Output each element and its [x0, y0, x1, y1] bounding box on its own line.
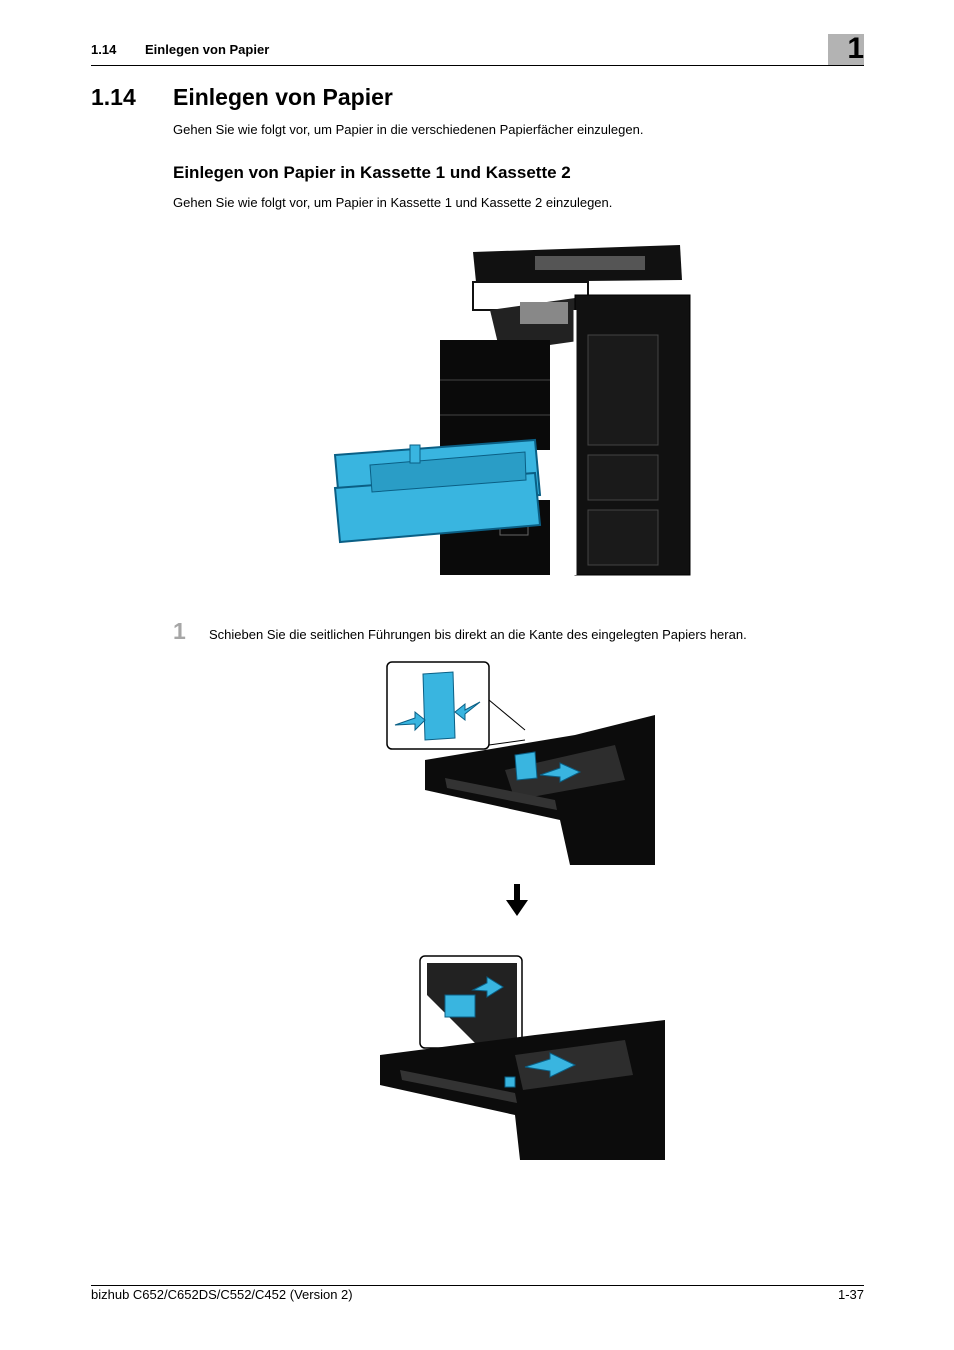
step-number: 1	[173, 618, 186, 644]
tray-guides-illustration-after	[380, 955, 665, 1160]
page-title-text: Einlegen von Papier	[173, 84, 393, 110]
arrow-down-icon	[506, 884, 528, 916]
intro-paragraph: Gehen Sie wie folgt vor, um Papier in di…	[173, 122, 644, 137]
copier-illustration	[333, 245, 691, 576]
header-section-title: Einlegen von Papier	[145, 42, 270, 57]
running-header: 1.14 Einlegen von Papier	[91, 42, 269, 57]
sub-intro-paragraph: Gehen Sie wie folgt vor, um Papier in Ka…	[173, 195, 613, 210]
chapter-number: 1	[847, 32, 864, 65]
page-title-number: 1.14	[91, 84, 136, 110]
chapter-tab	[828, 34, 864, 65]
footer-rule	[91, 1285, 864, 1286]
header-rule	[91, 65, 864, 66]
page-title: 1.14 Einlegen von Papier	[91, 84, 393, 111]
tray-guides-illustration-before	[386, 661, 655, 865]
subheading: Einlegen von Papier in Kassette 1 und Ka…	[173, 163, 571, 182]
footer-product: bizhub C652/C652DS/C552/C452 (Version 2)	[91, 1287, 353, 1302]
footer-page-number: 1-37	[837, 1287, 864, 1302]
step-text: Schieben Sie die seitlichen Führungen bi…	[209, 627, 747, 642]
header-section-number: 1.14	[91, 42, 117, 57]
